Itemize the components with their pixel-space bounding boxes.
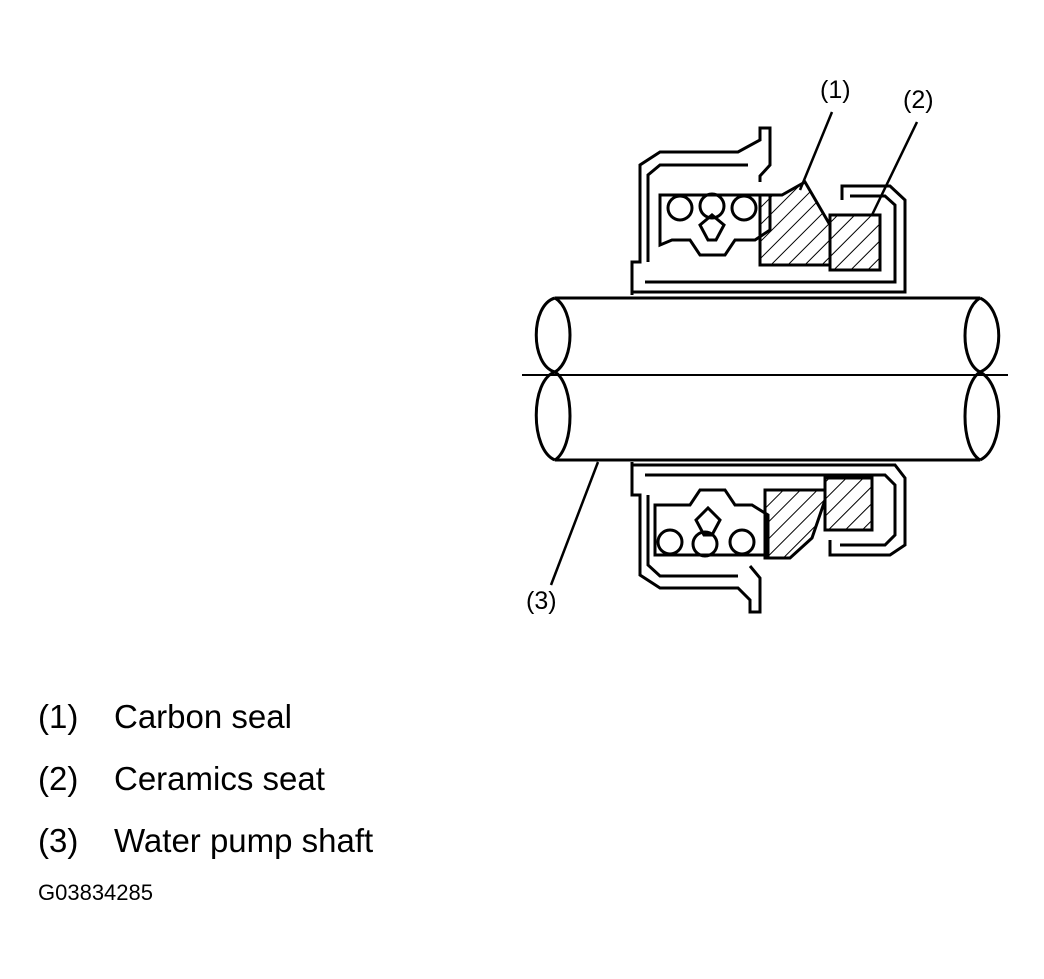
water-pump-shaft: [522, 296, 1008, 462]
figure-id: G03834285: [38, 880, 153, 905]
callout-2: (2): [903, 86, 934, 114]
callout-leaders: [549, 111, 919, 586]
legend-label: Ceramics seat: [114, 760, 325, 797]
upper-seal-housing: [630, 126, 907, 295]
seal-assembly-diagram: [522, 111, 1008, 614]
callout-1: (1): [820, 76, 851, 104]
legend-number: (2): [38, 760, 79, 797]
legend-number: (3): [38, 822, 79, 859]
legend-label: Carbon seal: [114, 698, 292, 735]
legend-item-water-pump-shaft: (3) Water pump shaft: [38, 822, 373, 860]
callout-3: (3): [526, 587, 557, 615]
lower-seal-housing: [630, 462, 907, 614]
legend-label: Water pump shaft: [114, 822, 374, 859]
legend-item-carbon-seal: (1) Carbon seal: [38, 698, 292, 736]
legend-number: (1): [38, 698, 79, 735]
legend-item-ceramics-seat: (2) Ceramics seat: [38, 760, 325, 798]
